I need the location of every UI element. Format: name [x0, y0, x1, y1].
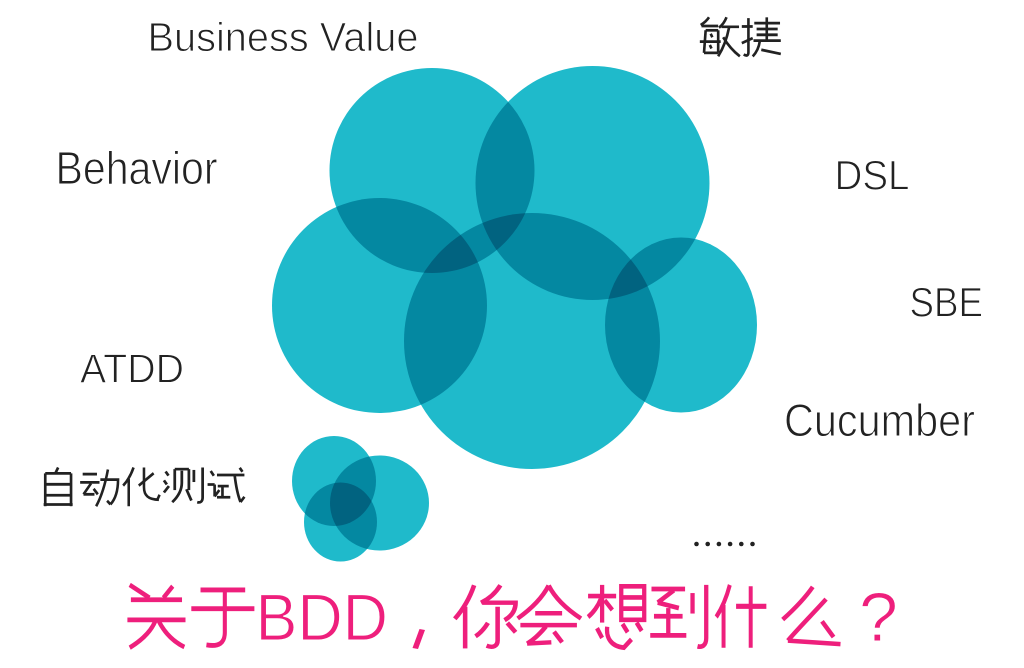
svg-text:BDD: BDD	[256, 581, 389, 654]
svg-text:Behavior: Behavior	[56, 142, 218, 194]
svg-text:Cucumber: Cucumber	[784, 395, 975, 446]
svg-text:DSL: DSL	[835, 151, 910, 198]
svg-text:Business Value: Business Value	[148, 14, 419, 60]
svg-text:ATDD: ATDD	[80, 345, 184, 391]
svg-text:SBE: SBE	[910, 279, 984, 326]
svg-text:?: ?	[859, 578, 898, 656]
